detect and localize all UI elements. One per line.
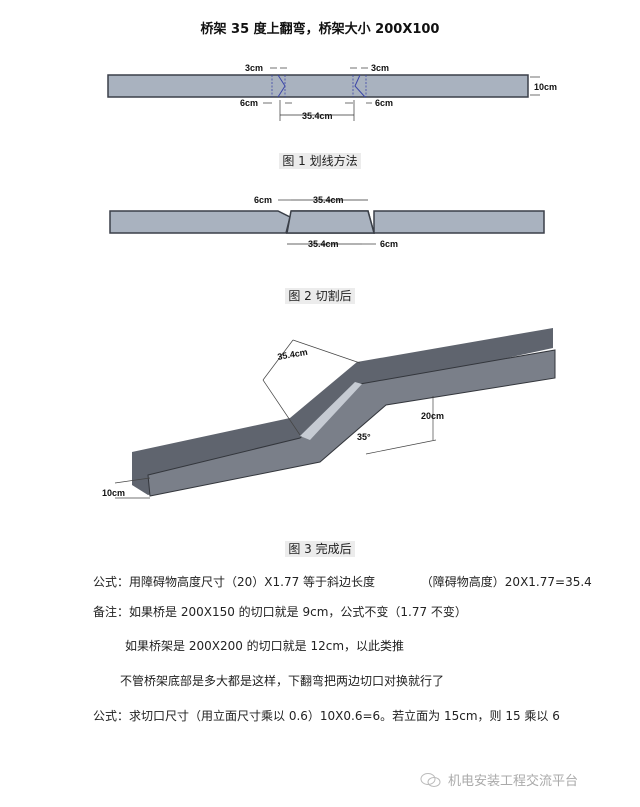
figure3-finished-3d: 35.4cm 20cm 35° 10cm: [102, 328, 556, 499]
watermark-text: 机电安装工程交流平台: [448, 774, 579, 789]
watermark: 机电安装工程交流平台: [420, 770, 578, 789]
dim-height-3d: 10cm: [102, 488, 125, 498]
dim-bottom-span: 35.4cm: [308, 239, 339, 249]
dim-rise: 20cm: [421, 411, 444, 421]
note-formula-1: 公式：用障碍物高度尺寸（20）X1.77 等于斜边长度 （障碍物高度）20X1.…: [93, 575, 592, 589]
wechat-icon: [420, 772, 441, 787]
figure1-caption: 图 1 划线方法: [0, 152, 640, 169]
dim-bottom-right: 6cm: [380, 239, 398, 249]
dim-span: 35.4cm: [302, 111, 333, 121]
figure2-cut-diagram: 6cm 35.4cm 35.4cm 6cm: [109, 195, 545, 249]
note-remark-3: 不管桥架底部是多大都是这样，下翻弯把两边切口对换就行了: [120, 674, 445, 688]
dim-left-top: 3cm: [245, 63, 263, 73]
dim-angle: 35°: [357, 432, 371, 442]
dim-slope: 35.4cm: [277, 347, 309, 362]
figure1-marking-diagram: 3cm 3cm 6cm 6cm 35.4cm 10cm: [107, 63, 557, 121]
page-title: 桥架 35 度上翻弯，桥架大小 200X100: [200, 22, 440, 37]
dim-top-span: 35.4cm: [313, 195, 344, 205]
figure2-caption: 图 2 切割后: [0, 287, 640, 304]
figure3-caption: 图 3 完成后: [0, 540, 640, 557]
note-remark: 备注：如果桥是 200X150 的切口就是 9cm，公式不变（1.77 不变）: [93, 605, 467, 619]
dim-top-left: 6cm: [254, 195, 272, 205]
note-formula-2: 公式：求切口尺寸（用立面尺寸乘以 0.6）10X0.6=6。若立面为 15cm，…: [93, 709, 560, 723]
dim-right-top: 3cm: [371, 63, 389, 73]
dim-left-bottom: 6cm: [240, 98, 258, 108]
dim-right-bottom: 6cm: [375, 98, 393, 108]
dim-height: 10cm: [534, 82, 557, 92]
note-remark-2: 如果桥架是 200X200 的切口就是 12cm，以此类推: [125, 639, 405, 653]
